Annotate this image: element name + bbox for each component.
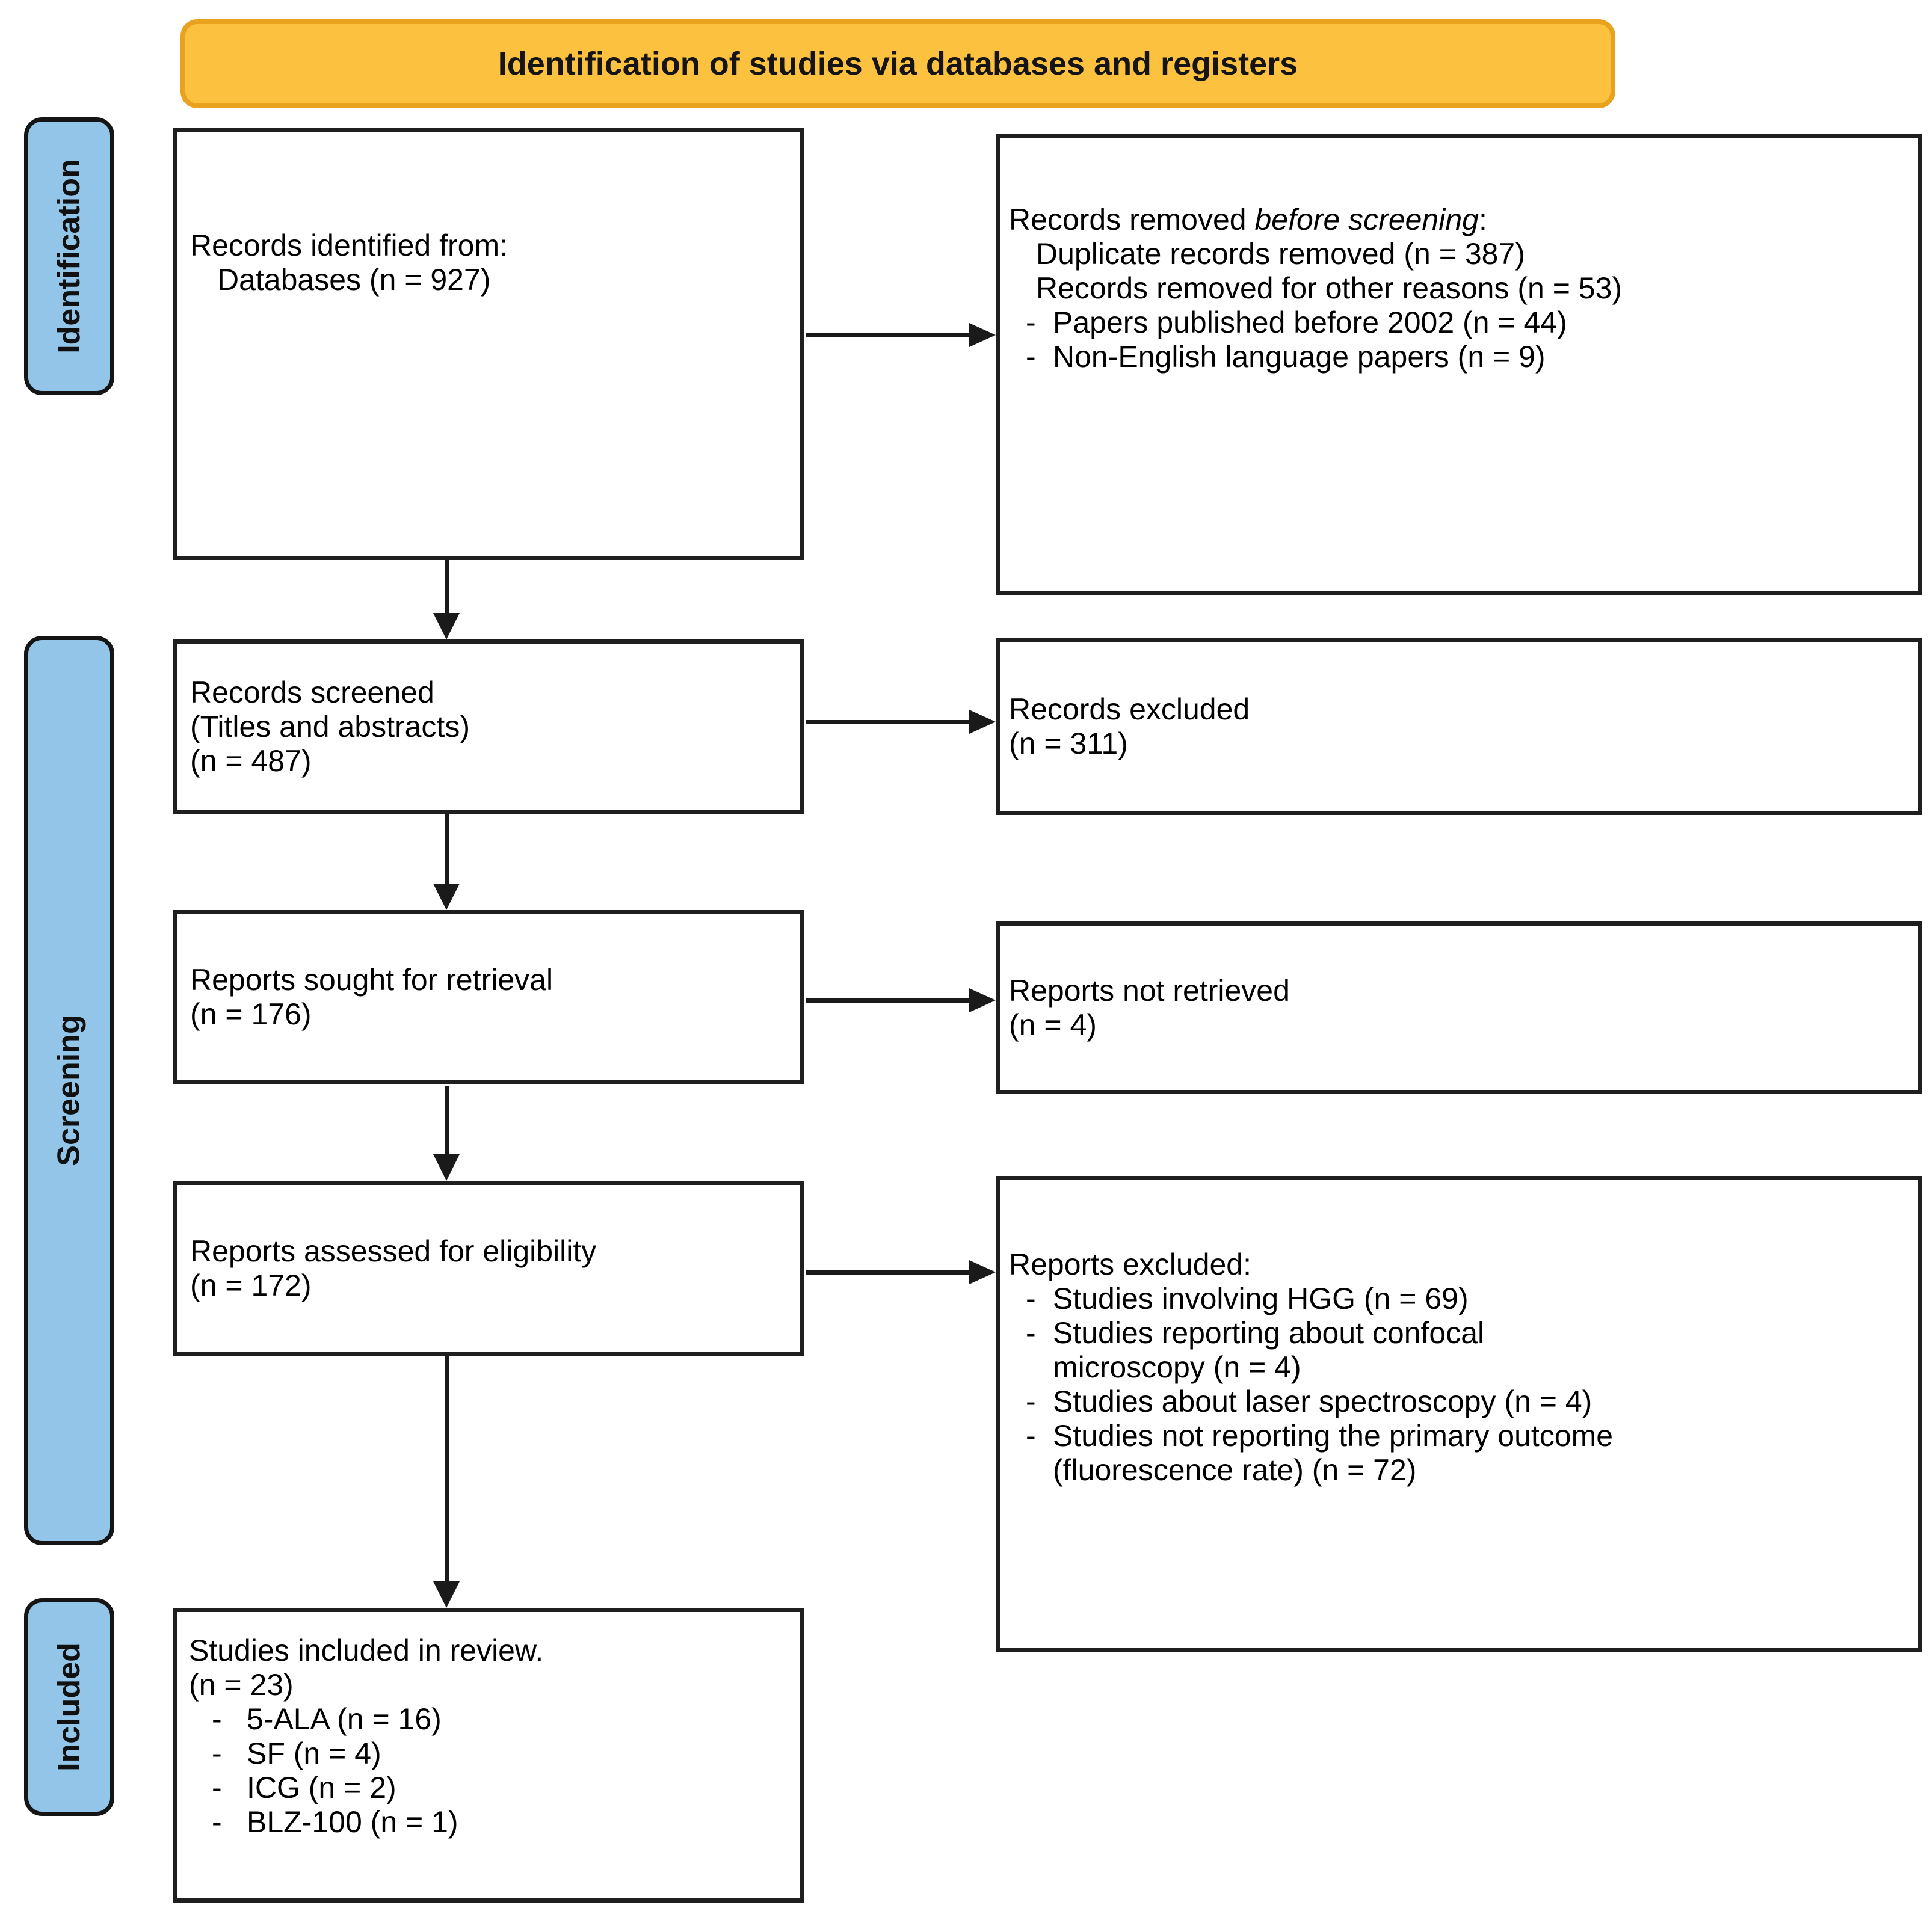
reports-not-retrieved-line: Reports not retrieved <box>1009 973 1290 1008</box>
arrow-sought-to-not-retrieved <box>806 988 996 1012</box>
arrow-screened-to-sought <box>433 814 460 910</box>
records-screened-box: Records screened (Titles and abstracts) … <box>173 639 804 814</box>
arrow-identified-to-removed <box>806 323 996 347</box>
arrow-head <box>969 988 996 1012</box>
arrow-head <box>433 1581 460 1608</box>
reports-assessed-line: Reports assessed for eligibility <box>190 1234 597 1268</box>
bullet-dash: - <box>212 1771 222 1804</box>
records-removed-sub-line: Records removed for other reasons (n = 5… <box>1036 271 1623 305</box>
records-screened-line: (Titles and abstracts) <box>190 709 470 743</box>
arrow-line <box>806 1270 969 1275</box>
records-removed-intro: Records removed before screening: <box>1009 203 1906 237</box>
arrow-line <box>445 1356 449 1584</box>
bullet-dash: - <box>1026 1385 1036 1418</box>
studies-included-bullet: - BLZ-100 (n = 1) <box>212 1805 788 1839</box>
bullet-dash: - <box>1026 1316 1036 1350</box>
arrow-assessed-to-reports-excluded <box>806 1260 996 1284</box>
stage-label-screening-text: Screening <box>52 1015 87 1166</box>
bullet-dash: - <box>1026 1282 1036 1315</box>
studies-included-bullet: - SF (n = 4) <box>212 1737 788 1771</box>
reports-excluded-title: Reports excluded: <box>1009 1247 1252 1281</box>
records-screened-line: (n = 487) <box>190 743 312 778</box>
arrow-assessed-to-included <box>433 1356 460 1608</box>
records-identified-box: Records identified from: Databases (n = … <box>173 128 804 560</box>
records-screened-line: Records screened <box>190 675 434 709</box>
records-removed-box: Records removed before screening: Duplic… <box>996 134 1922 595</box>
bullet-dash: - <box>1026 306 1036 339</box>
arrow-head <box>433 884 460 910</box>
studies-included-bullet-text: BLZ-100 (n = 1) <box>247 1805 458 1839</box>
records-excluded-line: Records excluded <box>1009 692 1250 726</box>
bullet-dash: - <box>212 1702 222 1736</box>
arrow-head <box>433 613 460 639</box>
records-excluded-box: Records excluded (n = 311) <box>996 638 1922 815</box>
records-removed-sub-line: Duplicate records removed (n = 387) <box>1036 237 1525 271</box>
records-identified-line1: Records identified from: <box>190 229 508 262</box>
arrow-line <box>445 560 449 615</box>
studies-included-bullet-text: ICG (n = 2) <box>247 1771 396 1804</box>
arrow-head <box>969 710 996 734</box>
reports-excluded-bullet: - Studies about laser spectroscopy (n = … <box>1026 1385 1906 1419</box>
diagram-title: Identification of studies via databases … <box>498 46 1298 82</box>
stage-label-included: Included <box>24 1598 114 1816</box>
reports-assessed-line: (n = 172) <box>190 1269 312 1302</box>
arrow-head <box>969 1260 996 1284</box>
arrow-head <box>433 1154 460 1181</box>
reports-assessed-box: Reports assessed for eligibility (n = 17… <box>173 1181 804 1356</box>
studies-included-count: (n = 23) <box>189 1668 294 1702</box>
reports-excluded-bullet: - Studies reporting about confocal micro… <box>1026 1316 1906 1385</box>
bullet-dash: - <box>212 1737 222 1770</box>
studies-included-bullet: - 5-ALA (n = 16) <box>212 1702 788 1737</box>
stage-label-included-text: Included <box>52 1643 87 1771</box>
records-removed-intro-suffix: : <box>1478 203 1487 236</box>
reports-excluded-bullet-text: Studies reporting about confocal microsc… <box>1053 1316 1485 1384</box>
arrow-line <box>445 814 449 886</box>
studies-included-bullet-text: 5-ALA (n = 16) <box>247 1702 442 1736</box>
arrow-line <box>445 1086 449 1157</box>
reports-sought-box: Reports sought for retrieval (n = 176) <box>173 910 804 1084</box>
records-identified-line2: Databases (n = 927) <box>217 263 491 297</box>
arrow-line <box>806 720 969 724</box>
records-removed-bullet-text: Papers published before 2002 (n = 44) <box>1053 306 1567 339</box>
studies-included-box: Studies included in review. (n = 23) - 5… <box>173 1608 804 1903</box>
arrow-screened-to-excluded <box>806 710 996 734</box>
arrow-identified-to-screened <box>433 560 460 639</box>
reports-excluded-box: Reports excluded: - Studies involving HG… <box>996 1176 1922 1652</box>
records-removed-bullet: - Papers published before 2002 (n = 44) <box>1026 306 1906 340</box>
bullet-dash: - <box>212 1805 222 1839</box>
reports-not-retrieved-line: (n = 4) <box>1009 1008 1097 1042</box>
reports-excluded-bullet-text: Studies about laser spectroscopy (n = 4) <box>1053 1385 1592 1418</box>
arrow-line <box>806 333 969 337</box>
records-removed-bullet: - Non-English language papers (n = 9) <box>1026 340 1906 374</box>
reports-excluded-bullet-text: Studies not reporting the primary outcom… <box>1053 1419 1614 1487</box>
records-removed-bullet-text: Non-English language papers (n = 9) <box>1053 340 1546 374</box>
reports-excluded-bullet: - Studies not reporting the primary outc… <box>1026 1419 1906 1487</box>
bullet-dash: - <box>1026 1419 1036 1453</box>
records-removed-intro-prefix: Records removed <box>1009 203 1255 236</box>
studies-included-title: Studies included in review. <box>189 1634 544 1667</box>
arrow-line <box>806 998 969 1003</box>
reports-excluded-bullet-text: Studies involving HGG (n = 69) <box>1053 1282 1469 1315</box>
records-excluded-line: (n = 311) <box>1009 726 1128 760</box>
studies-included-bullet-text: SF (n = 4) <box>247 1737 381 1770</box>
stage-label-identification-text: Identification <box>52 159 87 354</box>
reports-not-retrieved-box: Reports not retrieved (n = 4) <box>996 921 1922 1094</box>
arrow-sought-to-assessed <box>433 1086 460 1181</box>
reports-excluded-bullet: - Studies involving HGG (n = 69) <box>1026 1282 1906 1316</box>
reports-sought-line: Reports sought for retrieval <box>190 963 553 997</box>
stage-label-screening: Screening <box>24 636 114 1545</box>
records-removed-intro-italic: before screening <box>1254 203 1479 236</box>
title-banner: Identification of studies via databases … <box>180 19 1615 108</box>
stage-label-identification: Identification <box>24 117 114 395</box>
arrow-head <box>969 323 996 347</box>
studies-included-bullet: - ICG (n = 2) <box>212 1771 788 1805</box>
reports-sought-line: (n = 176) <box>190 997 312 1031</box>
bullet-dash: - <box>1026 340 1036 374</box>
